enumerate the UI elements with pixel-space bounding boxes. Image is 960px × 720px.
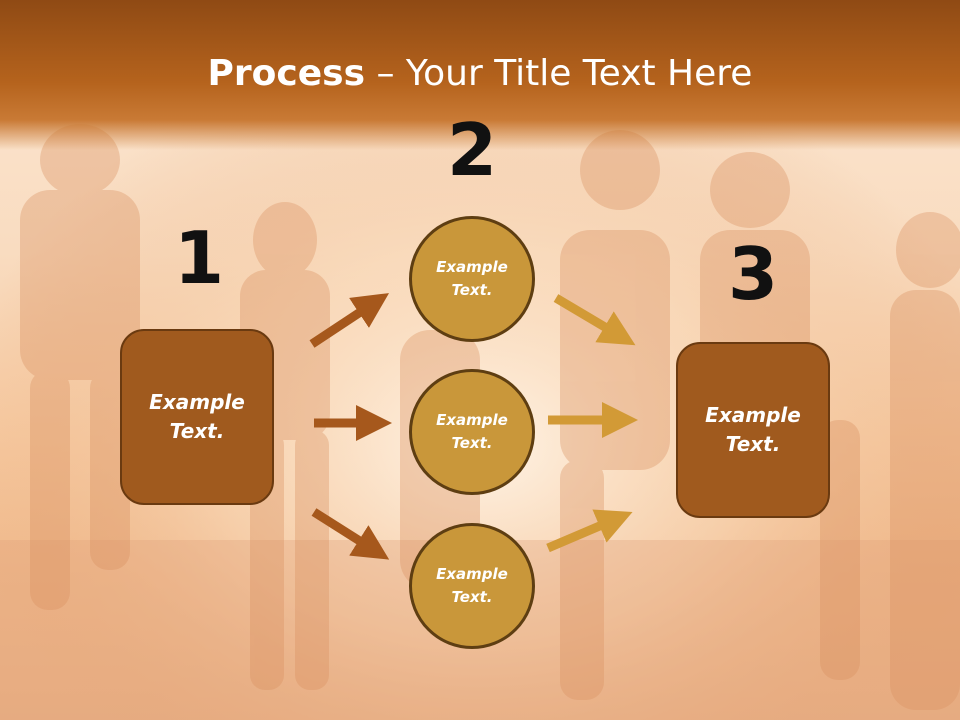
slide-title: Process – Your Title Text Here	[0, 52, 960, 96]
circle-bottom-text: Example Text.	[436, 565, 508, 606]
step-3-box: Example Text.	[676, 342, 830, 518]
step-number-2: 2	[446, 108, 498, 192]
step-2-circle-bottom: Example Text.	[409, 523, 535, 649]
arrow-1-to-top	[309, 293, 390, 348]
title-bold: Process	[207, 53, 366, 94]
step-3-text: Example Text.	[705, 403, 801, 456]
step-number-1: 1	[173, 216, 225, 300]
circle-top-text: Example Text.	[436, 258, 508, 299]
step-2-circle-top: Example Text.	[409, 216, 535, 342]
step-2-circle-middle: Example Text.	[409, 369, 535, 495]
step-number-3: 3	[727, 232, 779, 316]
step-1-box: Example Text.	[120, 329, 274, 505]
arrow-1-to-bottom	[311, 508, 390, 560]
arrow-top-to-3	[553, 294, 636, 346]
title-rest: – Your Title Text Here	[365, 53, 753, 94]
title-bar	[0, 0, 960, 150]
step-1-text: Example Text.	[149, 390, 245, 443]
circle-middle-text: Example Text.	[436, 411, 508, 452]
arrow-bottom-to-3	[546, 509, 633, 553]
